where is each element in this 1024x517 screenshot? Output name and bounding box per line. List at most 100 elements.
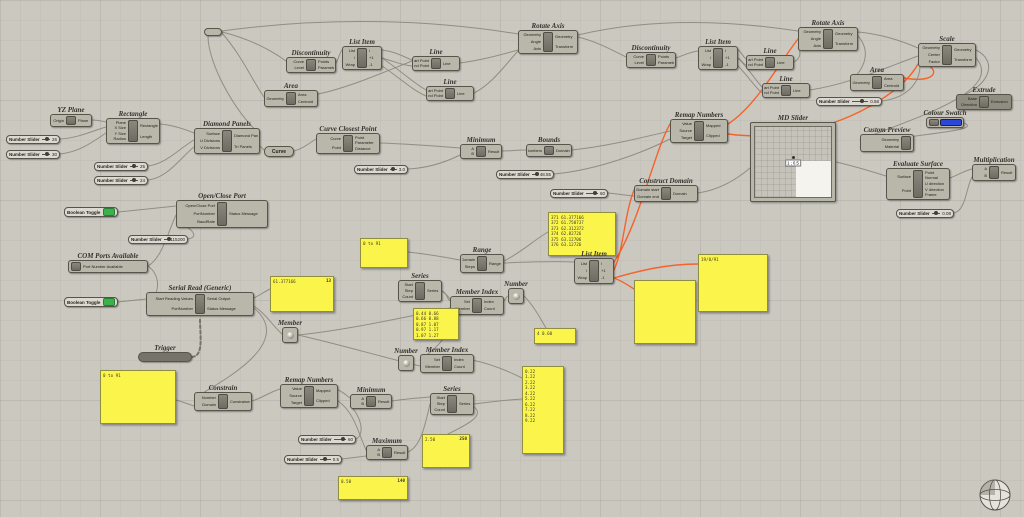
node-trigger[interactable]: Trigger [138,344,192,362]
input-port[interactable]: Domain [462,256,475,262]
input-port[interactable]: Count [434,407,445,412]
input-port[interactable]: Geometry [922,45,940,51]
output-port[interactable]: Centroid [884,82,900,88]
output-port[interactable]: Points [658,54,670,59]
slider-knob[interactable] [166,237,171,241]
node-colour-swatch[interactable]: Colour Swatch [924,109,967,128]
input-port[interactable]: X Size [114,125,126,131]
input-port[interactable]: Source [289,392,302,398]
slider-knob[interactable] [860,99,864,103]
output-port[interactable]: +1 [369,54,374,60]
slider-knob[interactable] [45,152,50,156]
input-port[interactable]: Angle [810,35,821,41]
slider-track[interactable] [333,437,346,441]
input-port[interactable]: Y Size [114,130,127,136]
input-port[interactable]: Start Point [414,58,429,63]
input-port[interactable]: Set [433,356,440,362]
input-port[interactable]: Open/Close Port [185,203,215,208]
slider-track[interactable] [163,237,171,241]
output-port[interactable]: Parameters [318,65,334,70]
input-port[interactable]: Target [680,134,692,140]
slider-knob[interactable] [341,437,346,441]
input-port[interactable]: B [361,401,364,407]
node-boolean-toggle[interactable]: Boolean Toggle [64,297,118,307]
output-port[interactable]: Parameter [355,140,374,146]
output-port[interactable]: Index [484,298,494,304]
input-port[interactable]: Curve [293,59,304,64]
output-port[interactable]: Length [140,133,153,139]
input-port[interactable]: Start [436,395,445,400]
swatch-color[interactable] [940,119,962,126]
input-port[interactable]: Center [927,51,940,57]
node-bounds[interactable]: BoundsNumbersDomain [526,136,572,157]
output-port[interactable]: +1 [601,267,606,273]
input-port[interactable]: A [984,166,987,172]
input-port[interactable]: Start Point [428,88,443,93]
slider-knob[interactable] [132,164,137,168]
output-port[interactable]: Count [484,306,495,312]
input-port[interactable]: Direction [961,102,977,107]
input-port[interactable]: Value [682,121,692,127]
input-port[interactable]: BaudRate [197,219,215,224]
input-port[interactable]: Wrap [345,61,355,67]
input-port[interactable]: A [361,396,364,401]
md-slider-area[interactable]: 1 ; 0.5 [754,126,832,198]
output-port[interactable]: +1 [725,54,730,60]
input-port[interactable]: A [377,447,380,452]
input-port[interactable]: Geometry [852,79,870,85]
output-port[interactable]: Distance [355,146,371,152]
input-port[interactable]: Value [292,386,302,392]
output-port[interactable]: Geometry [555,34,573,39]
input-port[interactable]: Member [455,306,470,312]
output-port[interactable]: Tri Panels [234,143,252,149]
output-port[interactable]: Domain [673,190,687,196]
output-port[interactable]: Constrained Value [230,398,250,404]
output-port[interactable]: Point [355,135,365,140]
input-port[interactable]: Geometry [803,29,821,35]
output-port[interactable]: Series [459,401,471,406]
slider-track[interactable] [319,457,331,461]
slider-knob[interactable] [593,191,598,195]
input-port[interactable]: Surface [206,130,220,136]
output-port[interactable]: Frame [925,192,937,198]
input-port[interactable]: V Divisions [200,145,220,151]
output-port[interactable]: Line [793,87,801,93]
input-port[interactable]: Member [425,364,440,370]
input-port[interactable]: End Point [764,90,779,96]
input-port[interactable]: Level [294,65,304,70]
output-port[interactable]: U direction [925,180,945,186]
output-port[interactable]: Range [489,260,501,266]
output-port[interactable]: Serial Output [207,296,231,301]
slider-track[interactable] [129,178,138,182]
input-port[interactable]: U Divisions [199,137,220,143]
slider-track[interactable] [389,167,397,171]
output-port[interactable]: Mapped [706,123,721,128]
yellow-panel[interactable]: 4 0.60 [534,328,576,344]
output-port[interactable]: Index [454,356,464,362]
input-port[interactable]: Axis [813,42,821,48]
output-port[interactable]: Result [394,449,406,455]
